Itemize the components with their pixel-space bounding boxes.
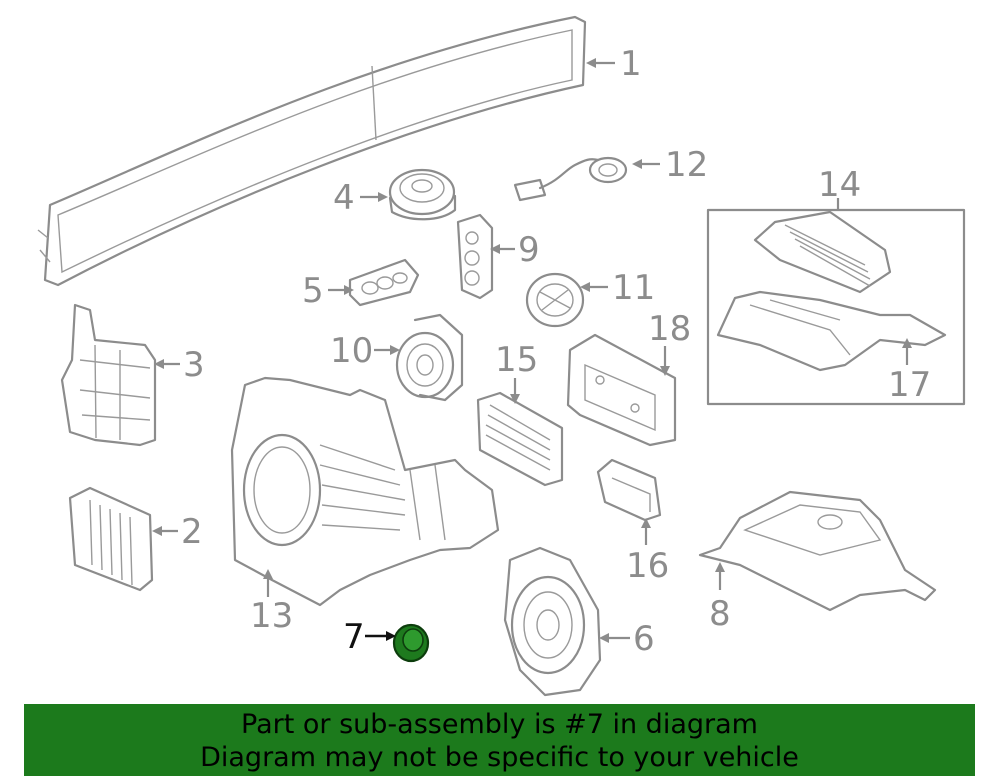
part-12-connector: [513, 156, 628, 202]
part-13-housing: [230, 376, 500, 607]
part-16-module: [596, 458, 662, 522]
callout-17: 17: [888, 365, 931, 405]
part-17-bracket: [716, 290, 947, 372]
part-14-module: [753, 210, 892, 294]
info-banner: Part or sub-assembly is #7 in diagram Di…: [24, 704, 975, 776]
callout-14: 14: [818, 165, 861, 205]
part-14-17-group-box: [706, 208, 966, 406]
banner-line-2: Diagram may not be specific to your vehi…: [200, 742, 799, 773]
part-18-bracket: [566, 333, 677, 447]
callout-3: 3: [183, 345, 205, 385]
part-1-trim-panel: [37, 15, 587, 287]
part-4-speaker: [388, 168, 457, 221]
part-11-tweeter: [525, 272, 585, 328]
callout-arrows: [152, 58, 912, 643]
part-8-control-module: [698, 490, 937, 612]
part-7-highlighted: [392, 623, 430, 663]
callout-1: 1: [620, 44, 642, 84]
part-5-switch: [348, 258, 420, 307]
callout-labels: 1 2 3 4 5 6 7 8 9 10 11 12 13 14 15 16 1…: [181, 44, 931, 659]
callout-4: 4: [333, 178, 355, 218]
callout-18: 18: [648, 309, 691, 349]
callout-16: 16: [626, 546, 669, 586]
callout-10: 10: [330, 331, 373, 371]
callout-7: 7: [343, 617, 365, 657]
part-6-speaker: [503, 546, 602, 697]
part-9-bracket: [456, 213, 494, 300]
callout-12: 12: [665, 145, 708, 185]
callout-6: 6: [633, 619, 655, 659]
part-10-speaker: [395, 313, 464, 402]
callout-5: 5: [302, 271, 324, 311]
banner-line-1: Part or sub-assembly is #7 in diagram: [241, 709, 758, 740]
part-15-amplifier: [476, 391, 564, 487]
callout-9: 9: [518, 230, 540, 270]
parts-diagram: 1 2 3 4 5 6 7 8 9 10 11 12 13 14 15 16 1…: [37, 15, 966, 697]
callout-13: 13: [250, 596, 293, 636]
callout-2: 2: [181, 512, 203, 552]
callout-11: 11: [612, 268, 655, 308]
callout-8: 8: [709, 594, 731, 634]
callout-15: 15: [495, 340, 538, 380]
part-2-amplifier: [68, 486, 154, 592]
part-3-module: [60, 303, 157, 447]
